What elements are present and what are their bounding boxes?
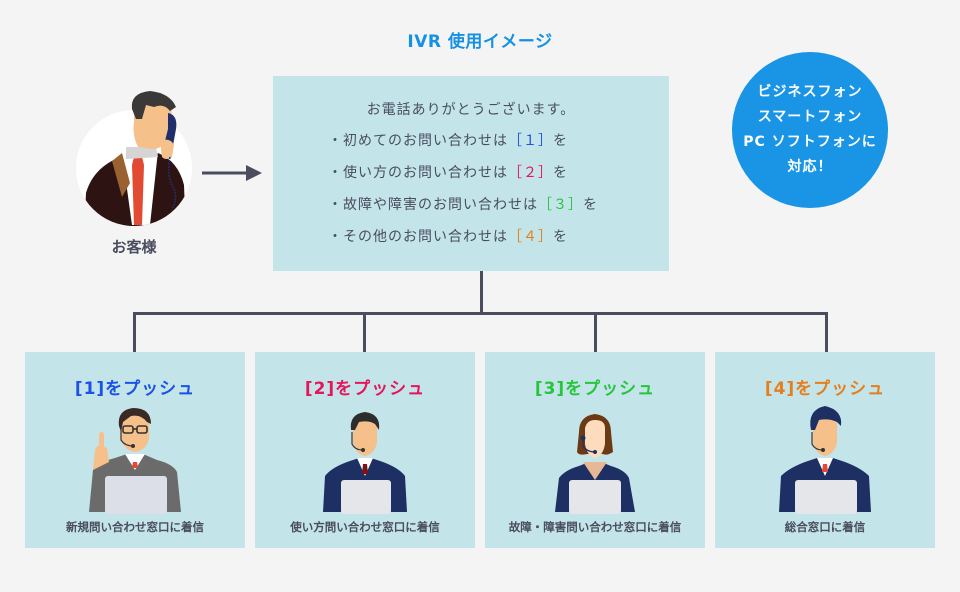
menu-greeting: お電話ありがとうございます。 <box>366 102 576 118</box>
destination-card-3: [3]をプッシュ 故障・障害問い合わせ窓口に着信 <box>485 352 705 548</box>
male-operator-navy-suit-icon <box>323 412 407 514</box>
badge-line: 対応！ <box>787 159 833 175</box>
card-title: [1]をプッシュ <box>74 379 196 399</box>
menu-item-suffix: を <box>583 197 598 213</box>
arrow-right-icon <box>202 165 262 181</box>
connector-branch-3 <box>594 312 597 352</box>
customer-on-phone-icon <box>84 91 186 226</box>
menu-item-1: ・初めてのお問い合わせは［１］を <box>328 130 568 150</box>
connector-trunk <box>480 271 483 314</box>
diagram-title: IVR 使用イメージ <box>407 32 553 52</box>
card-title: [4]をプッシュ <box>764 379 886 399</box>
device-support-badge: ビジネスフォン スマートフォン PC ソフトフォンに 対応！ <box>732 52 888 208</box>
card-title: [3]をプッシュ <box>534 379 656 399</box>
male-operator-red-tie-icon <box>779 406 871 514</box>
destination-card-2: [2]をプッシュ 使い方問い合わせ窓口に着信 <box>255 352 475 548</box>
card-caption: 故障・障害問い合わせ窓口に着信 <box>508 520 682 534</box>
menu-item-key: ［３］ <box>538 197 583 213</box>
menu-item-text: ・故障や障害のお問い合わせは <box>328 197 538 213</box>
ivr-menu-box: お電話ありがとうございます。 ・初めてのお問い合わせは［１］を ・使い方のお問い… <box>273 76 669 271</box>
connector-branch-4 <box>825 312 828 352</box>
menu-item-key: ［１］ <box>508 133 553 149</box>
badge-line: ビジネスフォン <box>757 84 863 100</box>
card-caption: 新規問い合わせ窓口に着信 <box>66 520 204 534</box>
badge-line: スマートフォン <box>757 109 863 125</box>
menu-item-key: ［２］ <box>508 165 553 181</box>
connector-horizontal <box>133 312 828 315</box>
female-operator-icon <box>555 414 635 514</box>
destination-card-1: [1]をプッシュ 新規問い合わせ窓口に着信 <box>25 352 245 548</box>
menu-item-4: ・その他のお問い合わせは［４］を <box>328 226 568 246</box>
menu-item-key: ［４］ <box>508 229 553 245</box>
connector-branch-1 <box>133 312 136 352</box>
menu-item-suffix: を <box>553 229 568 245</box>
badge-line: PC ソフトフォンに <box>743 134 877 150</box>
menu-item-suffix: を <box>553 133 568 149</box>
menu-item-2: ・使い方のお問い合わせは［２］を <box>328 162 568 182</box>
card-caption: 使い方問い合わせ窓口に着信 <box>290 520 440 534</box>
connector-branch-2 <box>363 312 366 352</box>
card-title: [2]をプッシュ <box>304 379 426 399</box>
menu-item-3: ・故障や障害のお問い合わせは［３］を <box>328 194 598 214</box>
destination-card-4: [4]をプッシュ 総合窓口に着信 <box>715 352 935 548</box>
customer-label: お客様 <box>111 238 157 256</box>
menu-item-text: ・使い方のお問い合わせは <box>328 165 508 181</box>
male-operator-glasses-pointing-icon <box>89 408 181 514</box>
menu-item-text: ・その他のお問い合わせは <box>328 229 508 245</box>
menu-item-text: ・初めてのお問い合わせは <box>328 133 508 149</box>
card-caption: 総合窓口に着信 <box>784 520 866 534</box>
menu-item-suffix: を <box>553 165 568 181</box>
